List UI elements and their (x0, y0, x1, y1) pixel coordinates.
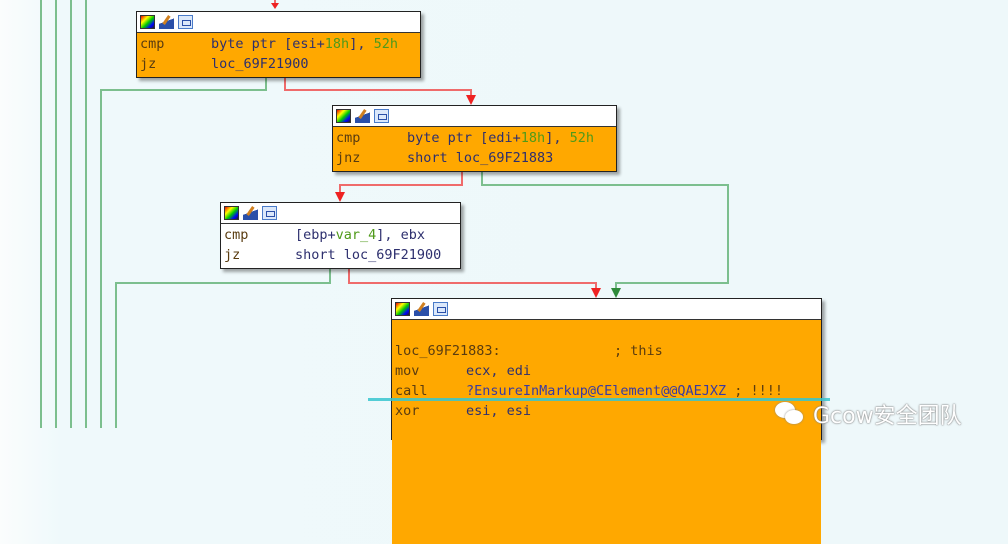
operand: ecx, edi (466, 363, 532, 379)
pen-icon[interactable] (159, 15, 174, 29)
edge-jz-true (100, 76, 267, 428)
pen-icon[interactable] (243, 206, 258, 220)
pen-icon[interactable] (414, 302, 429, 316)
operand: esi, esi (466, 403, 532, 419)
operand[interactable]: short loc_69F21883 (407, 150, 554, 166)
graph-icon[interactable] (178, 15, 193, 29)
highlight-line (368, 398, 830, 401)
red-arrowheads (271, 3, 601, 298)
false-edges (274, 0, 597, 292)
mnemonic: call (395, 383, 428, 399)
flow-lines (40, 0, 729, 428)
mnemonic: mov (395, 363, 420, 379)
operand-number: 52h (569, 130, 594, 146)
asm-line: jz loc_69F21900 (140, 54, 417, 74)
asm-line: call ?EnsureInMarkup@CElement@@QAEJXZ ; !… (395, 381, 818, 401)
operand: ], (545, 130, 570, 146)
graph-icon[interactable] (433, 302, 448, 316)
label-line: loc_69F21883: ; this (395, 341, 818, 361)
operand: ], (349, 36, 374, 52)
edge-jnz-true (481, 170, 729, 292)
color-icon[interactable] (395, 302, 410, 316)
mnemonic: cmp (224, 227, 249, 243)
code-block-3[interactable]: cmp [ebp+var_4], ebx jz short loc_69F21900 (220, 202, 461, 269)
asm-line: jz short loc_69F21900 (224, 245, 457, 265)
pen-icon[interactable] (355, 109, 370, 123)
color-icon[interactable] (336, 109, 351, 123)
asm-line: mov ecx, edi (395, 361, 818, 381)
block-header (392, 299, 821, 320)
operand: byte ptr [esi+ (211, 36, 325, 52)
mnemonic: cmp (336, 130, 361, 146)
call-target[interactable]: ?EnsureInMarkup@CElement@@QAEJXZ (466, 383, 727, 399)
asm-line: xor esi, esi (395, 401, 818, 421)
watermark-text: Gcow安全团队 (813, 404, 962, 429)
code-block-4[interactable]: loc_69F21883: ; this mov ecx, edi call ?Ens… (391, 298, 822, 544)
operand-number: 52h (373, 36, 398, 52)
graph-icon[interactable] (262, 206, 277, 220)
asm-line: jnz short loc_69F21883 (336, 148, 613, 168)
operand: [ebp+ (295, 227, 336, 243)
operand-number: 18h (520, 130, 546, 146)
edge-jz2-true (115, 267, 331, 428)
graph-edges (40, 0, 729, 428)
operand: byte ptr [edi+ (407, 130, 521, 146)
operand-number: 18h (324, 36, 350, 52)
color-icon[interactable] (140, 15, 155, 29)
color-icon[interactable] (224, 206, 239, 220)
asm-line: cmp [ebp+var_4], ebx (224, 225, 457, 245)
green-arrowheads (611, 288, 621, 298)
operand: ], ebx (376, 227, 426, 243)
mnemonic: xor (395, 403, 420, 419)
operand[interactable]: short loc_69F21900 (295, 247, 442, 263)
code-block-1[interactable]: cmp byte ptr [esi+18h], 52h jz loc_69F2190… (136, 11, 421, 78)
operand[interactable]: loc_69F21900 (211, 56, 309, 72)
block-header (221, 203, 460, 224)
comment: ; this (614, 343, 663, 359)
operand-variable: var_4 (335, 227, 377, 243)
asm-line: cmp byte ptr [esi+18h], 52h (140, 34, 417, 54)
code-block-2[interactable]: cmp byte ptr [edi+18h], 52h jnz short loc_… (332, 105, 617, 172)
mnemonic: jz (224, 247, 241, 263)
block-header (333, 106, 616, 127)
graph-icon[interactable] (374, 109, 389, 123)
watermark: Gcow安全团队 (775, 398, 962, 430)
mnemonic: jz (140, 56, 157, 72)
mnemonic: cmp (140, 36, 165, 52)
asm-line: cmp byte ptr [edi+18h], 52h (336, 128, 613, 148)
wechat-icon (775, 402, 805, 426)
comment: ; !!!! (734, 383, 784, 399)
block-header (137, 12, 420, 33)
location-label[interactable]: loc_69F21883: (395, 343, 501, 359)
mnemonic: jnz (336, 150, 361, 166)
